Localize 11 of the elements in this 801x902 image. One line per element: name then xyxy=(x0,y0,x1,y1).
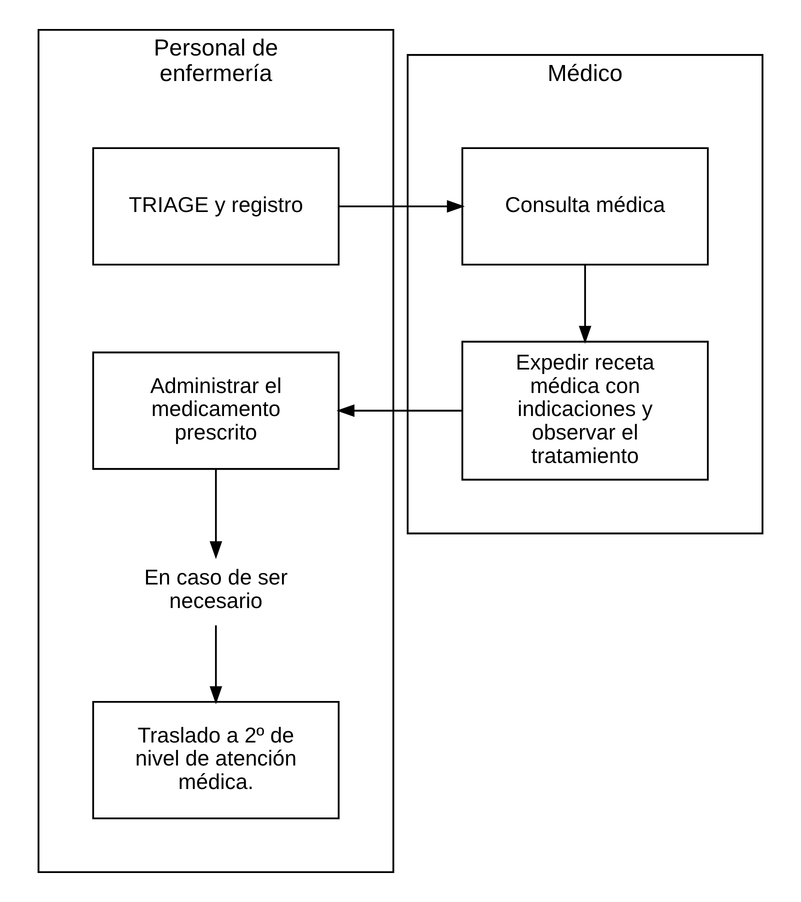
node-box: Traslado a 2º de nivel de atención médica. xyxy=(92,701,340,820)
arrow xyxy=(578,265,592,344)
node-text: En caso de ser necesario xyxy=(144,566,288,613)
arrow xyxy=(339,200,465,213)
arrow xyxy=(210,469,222,560)
arrow xyxy=(336,404,462,417)
node-box: Consulta médica xyxy=(461,147,709,266)
node-box: Expedir receta médica con indicaciones y observar el tratamiento xyxy=(461,340,709,481)
node-box: TRIAGE y registro xyxy=(92,147,340,266)
node-box: Administrar el medicamento prescrito xyxy=(92,352,340,470)
arrow xyxy=(210,625,222,704)
